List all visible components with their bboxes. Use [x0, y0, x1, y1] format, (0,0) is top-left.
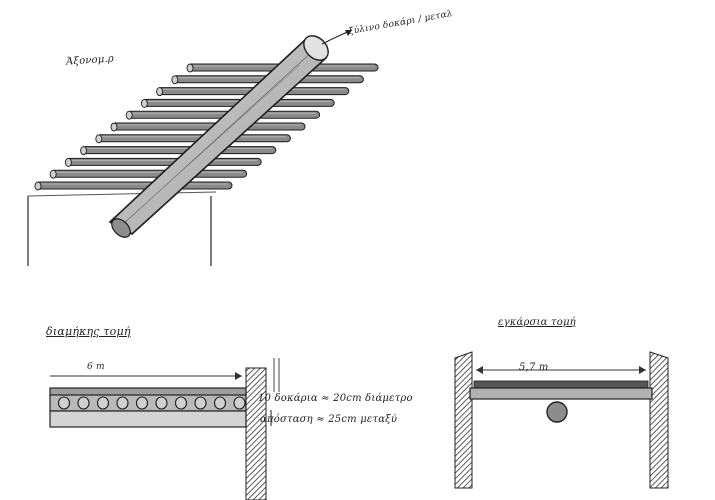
- cross-rod-top: [473, 380, 649, 389]
- long-span-label: 6 m: [87, 362, 105, 372]
- rod: [64, 157, 262, 167]
- rod-section: [194, 396, 207, 410]
- axonometric-drawing: [27, 29, 379, 266]
- long-beam-bottom: [49, 410, 247, 428]
- rod-section: [135, 396, 149, 410]
- long-wall: [245, 367, 267, 500]
- longitudinal-section: [49, 358, 280, 500]
- rod-section: [116, 396, 129, 410]
- cross-section-title: εγκάρσια τομή: [498, 317, 576, 328]
- cross-section: [454, 351, 669, 489]
- rod-section-group: [57, 396, 246, 410]
- cross-beam-circle: [546, 401, 568, 423]
- rod-section: [213, 396, 227, 410]
- rod-note: 10 δοκάρια ≈ 20cm διάμετρο: [258, 393, 413, 404]
- cross-left-wall: [454, 351, 473, 489]
- rod-section: [155, 396, 168, 410]
- rod-group: [34, 63, 379, 191]
- long-section-title: διαμήκης τομή: [46, 325, 131, 338]
- cross-plank: [469, 387, 653, 400]
- rod: [95, 134, 291, 144]
- rod-section: [77, 396, 90, 410]
- rod-section: [57, 396, 71, 410]
- wall-top-edge: [27, 191, 217, 197]
- rod: [34, 181, 233, 191]
- rod: [80, 146, 277, 156]
- cross-right-wall: [649, 351, 669, 489]
- cross-span-label: 5,7 m: [519, 362, 549, 373]
- spacing-note: απόσταση ≈ 25cm μεταξύ: [260, 414, 398, 425]
- main-beam: [108, 35, 329, 238]
- rod: [49, 169, 248, 179]
- rod-section: [233, 396, 246, 410]
- rod-section: [96, 396, 110, 410]
- rod-section: [174, 396, 188, 410]
